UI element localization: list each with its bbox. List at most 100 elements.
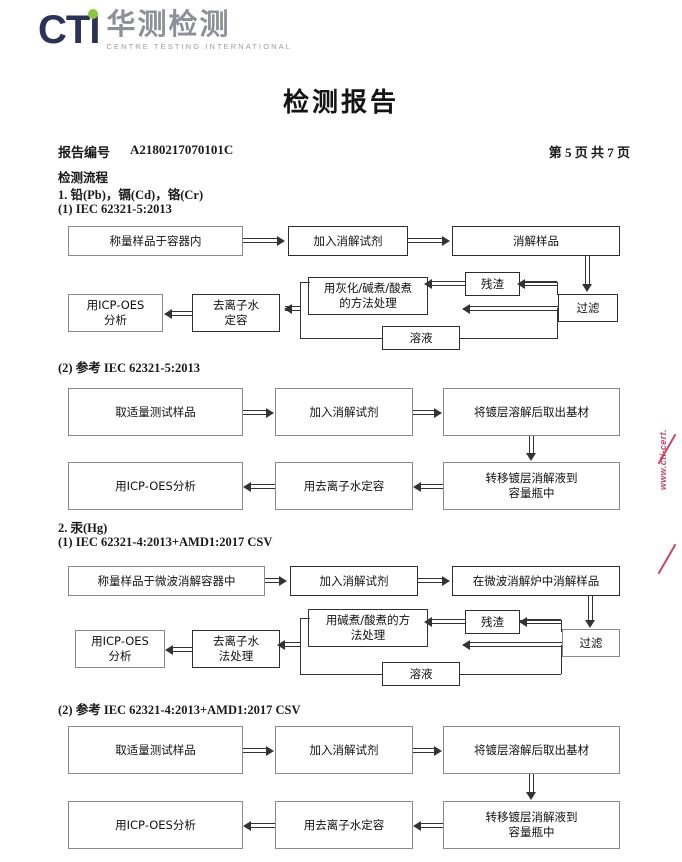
flow1-arrow-5-head [424, 279, 432, 289]
watermark-slash-top [657, 433, 677, 465]
flow1-box-ash-alkali-acid-line1: 用灰化/碱煮/酸煮 [323, 281, 413, 295]
flow2-box-deionized-water: 用去离子水定容 [275, 462, 413, 510]
flow3-arrow-6-line [470, 642, 562, 647]
flow1-line-filter-residue-h [520, 282, 558, 283]
flow2-arrow-1-line [243, 410, 267, 415]
flow3-box-deionized-water-line1: 去离子水 [213, 634, 259, 648]
flow3-arrow-3-head [585, 620, 595, 628]
flow3-line-solution-v [561, 645, 562, 674]
flow3-arrow-7-head [277, 640, 285, 650]
flow1-arrow-8-head [164, 309, 172, 319]
flow1-arrow-6-head [462, 304, 470, 314]
heading-section-1: 1. 铅(Pb)，镉(Cd)，铬(Cr) [58, 188, 204, 202]
flow1-box-icp-oes-line1: 用ICP-OES [86, 298, 145, 312]
flow1-line-solution-h2 [300, 338, 382, 339]
flow3-arrow-4-line [527, 619, 561, 624]
flow1-arrow-6-line [470, 306, 558, 311]
page-indicator: 第 5 页 共 7 页 [548, 145, 630, 160]
flow4-arrow-3-line [529, 774, 534, 793]
flow1-line-solution-h [460, 338, 558, 339]
flow1-box-deionized-water-line1: 去离子水 [213, 298, 259, 312]
flow4-arrow-4-line [421, 823, 443, 828]
flow2-arrow-3-line [529, 436, 534, 454]
heading-section-2: 2. 汞(Hg) [58, 521, 108, 535]
flow2-box-take-sample: 取适量测试样品 [68, 388, 243, 436]
flow1-box-add-reagent: 加入消解试剂 [288, 226, 408, 256]
flow1-box-deionized-water: 去离子水 定容 [192, 294, 280, 332]
flow3-line-solution-h2 [300, 674, 382, 675]
report-number-label: 报告编号 [58, 145, 111, 160]
flow3-box-microwave-digest: 在微波消解炉中消解样品 [452, 566, 620, 596]
flow1-box-solution: 溶液 [382, 326, 460, 350]
flow1-box-deionized-water-line2: 定容 [224, 313, 248, 327]
flow3-box-alkali-acid-line2: 法处理 [350, 628, 386, 642]
flow3-arrow-7-line [285, 642, 300, 647]
flow2-box-transfer-solution-line1: 转移镀层消解液到 [485, 471, 578, 485]
flow3-arrow-5-line [432, 619, 465, 624]
flow3-line-junction-top [300, 618, 310, 619]
flow4-arrow-5-line [251, 823, 275, 828]
flow3-box-weigh-microwave: 称量样品于微波消解容器中 [68, 566, 265, 596]
report-meta-row: 报告编号 A2180217070101C 第 5 页 共 7 页 [58, 142, 630, 160]
flow4-arrow-1-line [243, 748, 267, 753]
flow3-line-solution-h [460, 674, 561, 675]
flow2-box-transfer-solution-line2: 容量瓶中 [508, 486, 555, 500]
flow2-arrow-1-head [266, 408, 274, 418]
flow3-arrow-3-line [588, 596, 593, 620]
flow1-arrow-3-head [582, 284, 592, 292]
flow3-arrow-1-head [279, 576, 287, 586]
flow1-arrow-5-line [432, 281, 465, 286]
flow1-box-icp-oes-line2: 分析 [104, 313, 127, 327]
flow3-box-alkali-acid-line1: 用碱煮/酸煮的方 [325, 613, 411, 627]
report-number-value: A2180217070101C [130, 142, 234, 157]
flow3-arrow-2-line [418, 578, 443, 583]
flow3-arrow-6-head [462, 640, 470, 650]
flow3-box-deionized-water: 去离子水 法处理 [192, 630, 280, 668]
flow4-arrow-2-line [413, 748, 435, 753]
logo-tagline: CENTRE TESTING INTERNATIONAL [106, 42, 293, 51]
logo-green-dot-icon [88, 9, 99, 19]
flow3-arrow-4-head [519, 617, 527, 627]
flow4-box-icp-oes: 用ICP-OES分析 [68, 801, 243, 849]
watermark-slash-bottom [657, 543, 677, 575]
watermark-text: www.cti-cert.com [658, 430, 668, 490]
page-title: 检测报告 [282, 88, 399, 118]
flow3-box-icp-oes-line1: 用ICP-OES [91, 634, 149, 648]
flow2-arrow-4-head [413, 482, 421, 492]
flow3-arrow-5-head [424, 617, 432, 627]
flow3-line-junction-v [300, 618, 301, 675]
flow3-arrow-8-head [165, 645, 173, 655]
flow1-arrow-4-head [517, 279, 525, 289]
flow4-box-transfer-solution: 转移镀层消解液到 容量瓶中 [443, 801, 620, 849]
flow1-arrow-1-line [243, 238, 278, 243]
company-logo: CTI 华测检测 CENTRE TESTING INTERNATIONAL [38, 8, 292, 64]
flow4-arrow-1-head [266, 746, 274, 756]
heading-section-2-2: (2) 参考 IEC 62321-4:2013+AMD1:2017 CSV [58, 703, 301, 717]
security-watermark: www.cti-cert.com [652, 430, 682, 580]
flow4-box-dissolve-coating: 将镀层溶解后取出基材 [443, 726, 620, 774]
flow3-box-solution: 溶液 [382, 662, 460, 686]
flow2-box-icp-oes: 用ICP-OES分析 [68, 462, 243, 510]
flow4-arrow-5-head [243, 821, 251, 831]
flow1-arrow-2-head [442, 236, 450, 246]
flow3-arrow-2-head [442, 576, 450, 586]
flow4-box-transfer-solution-line1: 转移镀层消解液到 [485, 810, 578, 824]
logo-chinese-name: 华测检测 [106, 7, 231, 41]
flow3-box-add-reagent: 加入消解试剂 [290, 566, 418, 596]
flow1-box-ash-alkali-acid: 用灰化/碱煮/酸煮 的方法处理 [308, 277, 428, 315]
flow1-box-digest-sample: 消解样品 [452, 226, 620, 256]
flow1-arrow-2-line [408, 238, 443, 243]
flow3-line-filter-residue-v [561, 620, 562, 632]
flow2-box-transfer-solution: 转移镀层消解液到 容量瓶中 [443, 462, 620, 510]
flow4-arrow-3-head [526, 792, 536, 800]
flow1-box-icp-oes: 用ICP-OES 分析 [68, 294, 163, 332]
logo-text-block: 华测检测 CENTRE TESTING INTERNATIONAL [106, 7, 293, 52]
heading-section-1-2: (2) 参考 IEC 62321-5:2013 [58, 361, 201, 375]
flow2-box-dissolve-coating: 将镀层溶解后取出基材 [443, 388, 620, 436]
flow3-box-deionized-water-line2: 法处理 [218, 649, 254, 663]
flow4-box-add-reagent: 加入消解试剂 [275, 726, 413, 774]
flow1-box-ash-alkali-acid-line2: 的方法处理 [339, 296, 397, 310]
flow3-box-icp-oes-line2: 分析 [108, 649, 132, 663]
flow2-arrow-2-head [434, 408, 442, 418]
flow2-arrow-3-head [526, 453, 536, 461]
